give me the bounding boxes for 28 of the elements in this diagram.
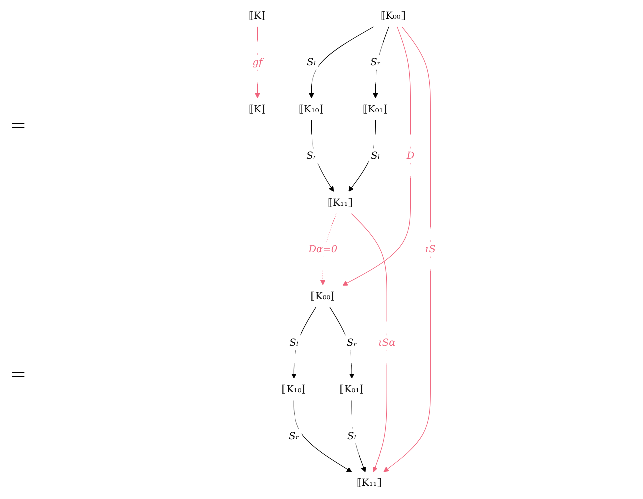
- node-text: ⟦K₀₁⟧: [363, 103, 388, 115]
- arrow: [308, 26, 374, 99]
- arrow: [383, 26, 431, 472]
- edge-label: Sₗ: [289, 336, 298, 348]
- node-text: ⟦K₀₁⟧: [339, 384, 364, 396]
- node-text: ⟦K⟧: [248, 103, 266, 115]
- edge-label: Sᵣ: [288, 430, 299, 442]
- equals-sign: =: [10, 112, 27, 137]
- edge-label: ιS: [425, 243, 436, 255]
- edge-label: Sᵣ: [346, 336, 357, 348]
- edge-label: Sᵣ: [306, 150, 317, 162]
- node-text: ⟦K₀₀⟧: [380, 10, 406, 22]
- edge-label: Sᵣ: [370, 56, 381, 68]
- node-text: ⟦K₁₁⟧: [328, 196, 353, 208]
- node-text: ⟦K₀₀⟧: [310, 290, 336, 302]
- edge-label: Sₗ: [306, 56, 316, 68]
- equals-sign: =: [10, 362, 27, 386]
- node-text: ⟦K₁₀⟧: [299, 103, 324, 115]
- node-text: ⟦K⟧: [248, 10, 266, 22]
- node-text: ⟦K₁₁⟧: [356, 477, 382, 489]
- node-text: ⟦K₁₀⟧: [281, 384, 306, 396]
- edge-label: ιSα: [378, 336, 396, 348]
- arrow: [294, 400, 352, 472]
- edge-label: Sₗ: [370, 150, 380, 162]
- edge-label: Dα=0: [308, 243, 338, 255]
- edge-label: Sₗ: [347, 430, 356, 442]
- edge-label: D: [406, 150, 414, 162]
- edge-label: gf: [252, 56, 262, 68]
